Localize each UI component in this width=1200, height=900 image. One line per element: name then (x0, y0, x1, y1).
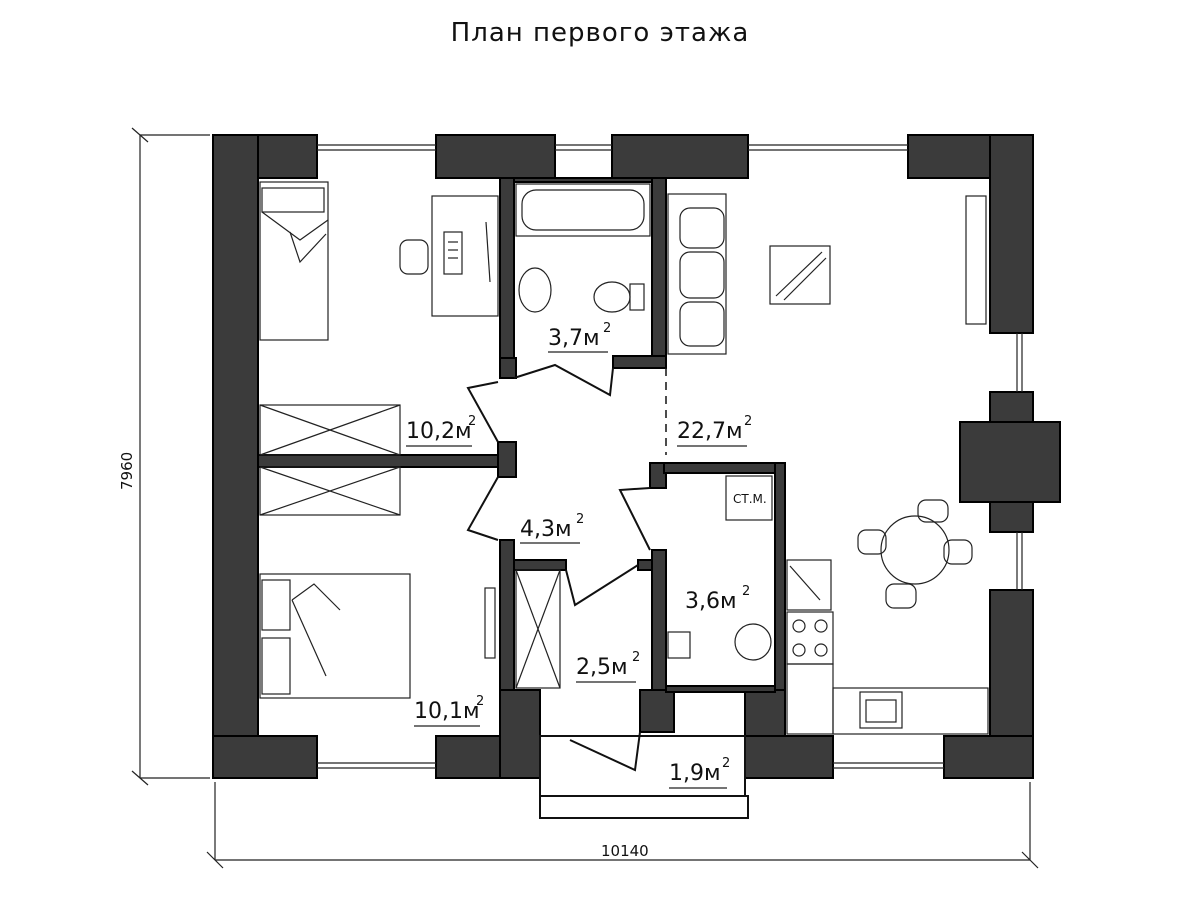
area-labels: 10,2м 2 3,7м 2 22,7м 2 4,3м 2 3,6м 2 2,5… (406, 321, 767, 789)
area-living: 22,7м (677, 419, 743, 444)
interior-walls (257, 177, 786, 693)
dimension-width: 10140 (601, 842, 649, 860)
bedroom1-furniture (259, 181, 499, 516)
area-bedroom2-sup: 2 (476, 694, 484, 709)
area-bedroom1: 10,2м (406, 419, 472, 444)
bathroom-furniture (515, 183, 651, 313)
area-hall: 4,3м (520, 517, 572, 542)
area-bathroom-sup: 2 (603, 321, 611, 336)
area-porch-sup: 2 (722, 756, 730, 771)
area-boiler-sup: 2 (742, 584, 750, 599)
boiler-equipment-tag: СТ.М. (733, 492, 767, 506)
area-hall-sup: 2 (576, 512, 584, 527)
lower-rooms-furniture (259, 475, 773, 699)
area-bathroom: 3,7м (548, 326, 600, 351)
area-closet: 2,5м (576, 655, 628, 680)
doors (466, 363, 651, 772)
plan-title: План первого этажа (450, 18, 750, 48)
area-bedroom2: 10,1м (414, 699, 480, 724)
area-boiler: 3,6м (685, 589, 737, 614)
area-porch: 1,9м (669, 761, 721, 786)
area-closet-sup: 2 (632, 650, 640, 665)
dimension-lines (131, 127, 1039, 869)
area-living-sup: 2 (744, 414, 752, 429)
outer-walls (212, 134, 1061, 779)
area-bedroom1-sup: 2 (468, 414, 476, 429)
living-furniture (667, 193, 989, 735)
dimension-height: 7960 (118, 452, 136, 490)
windows (317, 144, 1023, 769)
porch (539, 735, 749, 819)
